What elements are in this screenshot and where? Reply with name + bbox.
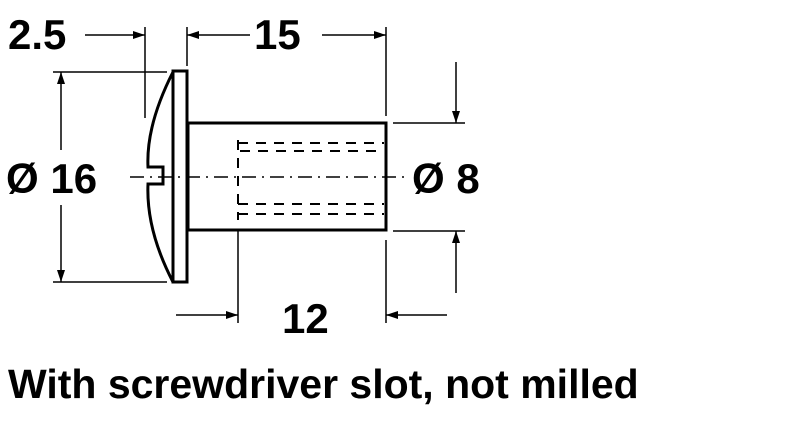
dimension-overall-length: 15 — [254, 11, 301, 58]
dimension-thread-length: 12 — [282, 295, 329, 342]
dimension-shank-diameter: Ø 8 — [412, 155, 480, 202]
dimension-lines — [53, 27, 465, 323]
dimension-head-diameter: Ø 16 — [6, 155, 98, 202]
caption: With screwdriver slot, not milled — [8, 361, 639, 407]
dimension-head-thickness: 2.5 — [8, 11, 67, 58]
